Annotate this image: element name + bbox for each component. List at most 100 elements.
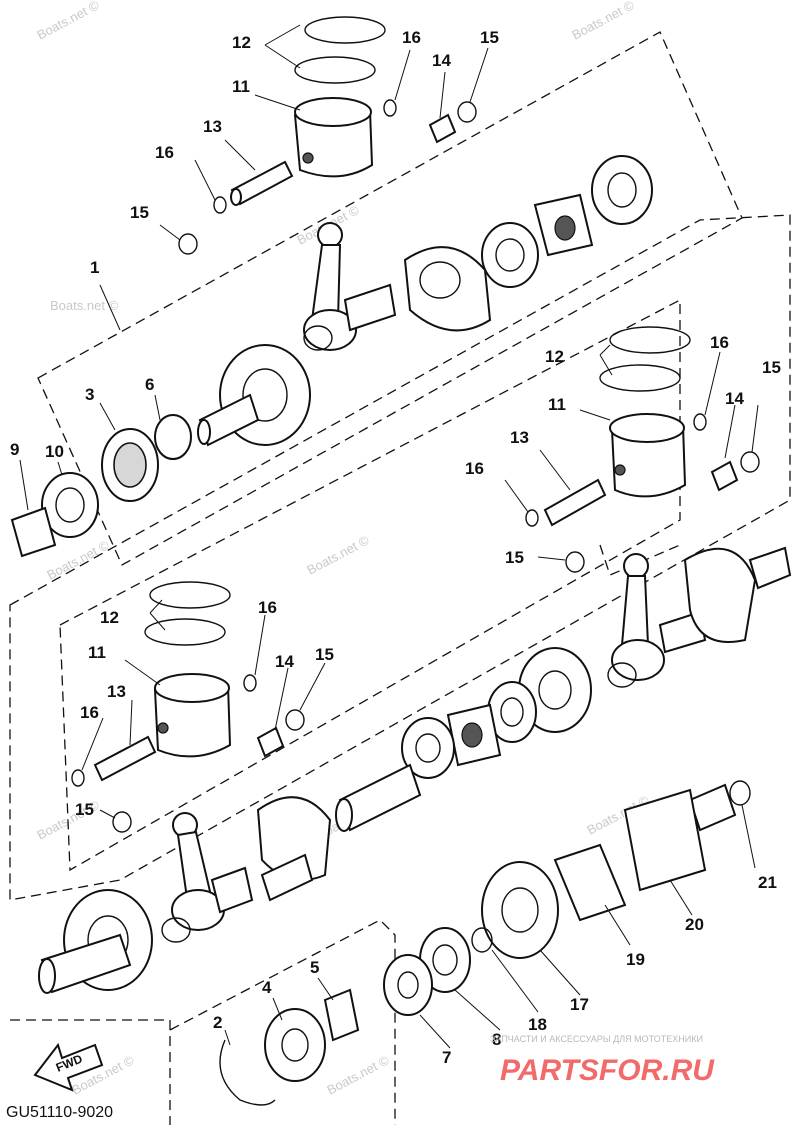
brand-watermark: ЗАПЧАСТИ И АКСЕССУАРЫ ДЛЯ МОТОТЕХНИКИ PA… [490, 1034, 715, 1087]
crankshaft-end [260, 853, 314, 902]
callout-10: 10 [45, 442, 64, 461]
watermark: Boats.net © [569, 0, 637, 43]
fwd-corner-outline [10, 1019, 171, 1125]
callout-16: 16 [258, 598, 277, 617]
watermark: Boats.net © [50, 298, 119, 313]
washer [457, 101, 477, 123]
oil-seal [383, 954, 433, 1016]
callout-12: 12 [100, 608, 119, 627]
main-bearing [481, 222, 539, 288]
callout-2: 2 [213, 1013, 222, 1032]
callout-4: 4 [262, 978, 272, 997]
diagram-code: GU51110-9020 [6, 1104, 113, 1121]
piston-ring [599, 364, 681, 392]
big-end-washer [303, 325, 333, 351]
brand-subtitle: ЗАПЧАСТИ И АКСЕССУАРЫ ДЛЯ МОТОТЕХНИКИ [490, 1034, 703, 1044]
washer [740, 451, 760, 473]
bearing-bore [538, 670, 572, 710]
piston-pin-bore [614, 464, 626, 476]
conrod-beam [310, 244, 342, 321]
seal-bore [554, 215, 576, 241]
piston-ring [149, 581, 231, 609]
callout-11: 11 [88, 643, 106, 662]
lower-bearing-outline [169, 919, 396, 1125]
lock-nut [10, 506, 57, 558]
callout-14: 14 [432, 51, 451, 70]
coupler-flange [481, 861, 559, 959]
callout-16: 16 [465, 459, 484, 478]
conrod-small-end [623, 553, 649, 579]
oil-seal-bore [55, 487, 85, 523]
conrod-beam [620, 575, 650, 646]
callout-3: 3 [85, 385, 94, 404]
callout-8: 8 [492, 1030, 501, 1049]
middle-shaft-section [335, 647, 592, 832]
crankshaft-output-end [38, 958, 56, 994]
roller-bearing-race [113, 442, 147, 488]
callout-9: 9 [10, 440, 19, 459]
piston-ring [304, 16, 386, 44]
callout-19: 19 [626, 950, 645, 969]
watermark: Boats.net © [34, 0, 102, 43]
callout-12: 12 [232, 33, 251, 52]
callout-15: 15 [130, 203, 149, 222]
leader-lines [19, 24, 759, 1049]
main-bearing [401, 717, 455, 779]
middle-inner-outline [59, 298, 681, 872]
fwd-arrow-icon [33, 1042, 104, 1092]
right-crank-section [525, 326, 792, 688]
rubber-damper [553, 843, 627, 922]
callout-1: 1 [90, 258, 99, 277]
lower-drive-section [219, 780, 751, 1106]
o-ring [729, 780, 751, 806]
callout-13: 13 [107, 682, 126, 701]
upper-right-connector [599, 544, 681, 576]
callout-5: 5 [310, 958, 319, 977]
big-end-washer [607, 662, 637, 688]
callout-7: 7 [442, 1048, 451, 1067]
coupler-hub [501, 887, 539, 933]
callout-16: 16 [710, 333, 729, 352]
washer [565, 551, 585, 573]
crank-web-hub [242, 368, 288, 422]
coupler-half [623, 788, 707, 892]
fwd-indicator: FWD [33, 1042, 104, 1092]
crank-pin [210, 866, 254, 914]
circlip [525, 509, 539, 527]
ball-bearing [264, 1008, 326, 1082]
callout-17: 17 [570, 995, 589, 1014]
watermark: Boats.net © [324, 1052, 392, 1097]
upper-crank-section [10, 16, 653, 558]
callout-15: 15 [75, 800, 94, 819]
callout-12: 12 [545, 347, 564, 366]
conrod-big-end [611, 639, 665, 681]
seal-bore [461, 722, 483, 748]
bearing-collar [323, 988, 360, 1042]
piston-ring [144, 618, 226, 646]
oil-seal-bore [432, 944, 458, 976]
callout-15: 15 [315, 645, 334, 664]
callouts: 12 16 15 14 11 13 16 15 1 3 6 9 10 12 16… [10, 28, 781, 1067]
snap-ring [219, 1039, 276, 1106]
o-ring [471, 927, 493, 953]
piston-pin [543, 478, 607, 527]
piston-pin-end [230, 188, 242, 206]
small-end-bearing [710, 460, 739, 492]
bearing-collar [154, 414, 192, 460]
piston-crown [294, 97, 372, 127]
bearing-bore [495, 238, 525, 272]
callout-15: 15 [762, 358, 781, 377]
crankshaft-tip [197, 419, 211, 445]
washer [285, 709, 305, 731]
journal-end [335, 798, 353, 832]
crank-web [403, 246, 492, 332]
callout-15: 15 [505, 548, 524, 567]
conrod-big-end [303, 309, 357, 351]
piston-pin-bore [157, 722, 169, 734]
crank-web-hub [419, 261, 461, 299]
bearing-bore [500, 697, 524, 727]
callout-13: 13 [203, 117, 222, 136]
middle-crank-group-outline [9, 214, 791, 901]
